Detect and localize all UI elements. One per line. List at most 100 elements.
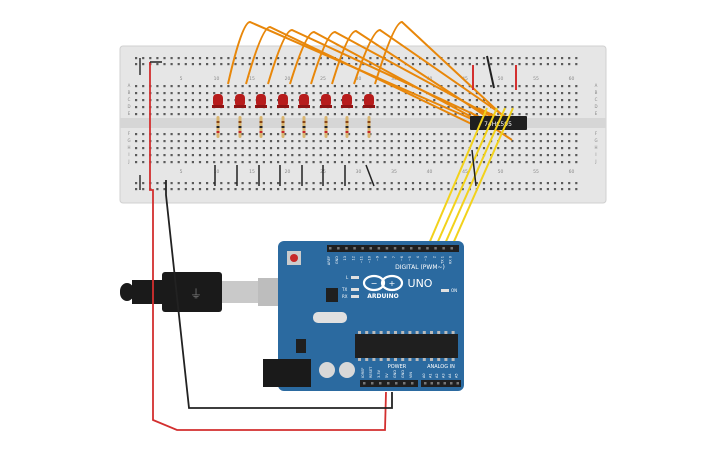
resistor-band [345, 131, 349, 133]
breadboard-hole [135, 92, 138, 95]
breadboard-hole [404, 188, 407, 191]
tx-led [351, 288, 359, 291]
breadboard-hole [539, 140, 542, 143]
gnd-wire[interactable] [165, 180, 393, 409]
breadboard-hole [511, 106, 514, 109]
breadboard-hole [440, 63, 443, 66]
breadboard-hole [213, 92, 216, 95]
breadboard-hole [355, 140, 358, 143]
breadboard-hole [355, 92, 358, 95]
breadboard-hole [539, 99, 542, 102]
breadboard-hole [262, 113, 265, 116]
breadboard-hole [461, 106, 464, 109]
column-label: 10 [214, 76, 220, 82]
breadboard-hole [553, 106, 557, 109]
breadboard-hole [376, 140, 379, 143]
breadboard-hole [198, 106, 202, 109]
5v-wire[interactable] [149, 62, 387, 431]
breadboard-hole [340, 188, 344, 191]
breadboard-hole [220, 182, 223, 185]
breadboard-hole [355, 57, 358, 60]
breadboard-hole [177, 57, 180, 60]
breadboard-hole [170, 154, 173, 157]
usb-cable[interactable]: ⏚ [120, 272, 280, 312]
breadboard-hole [142, 133, 145, 136]
breadboard-hole [454, 106, 457, 109]
breadboard-hole [461, 188, 464, 191]
breadboard-hole [170, 63, 173, 66]
header-pin [418, 247, 421, 250]
led-base [212, 105, 224, 108]
breadboard-hole [348, 85, 351, 88]
breadboard-hole [568, 113, 571, 116]
led-base [298, 105, 310, 108]
breadboard-hole [298, 147, 301, 150]
breadboard-hole [482, 57, 486, 60]
breadboard-hole [454, 154, 457, 157]
breadboard-hole [227, 85, 230, 88]
breadboard-hole [284, 85, 287, 88]
digital-pin-label: RX 0 [449, 256, 453, 264]
mcu-pin [386, 331, 390, 334]
breadboard-hole [220, 85, 223, 88]
breadboard-hole [142, 106, 145, 109]
breadboard-hole [454, 85, 457, 88]
breadboard-hole [433, 63, 436, 66]
breadboard-hole [355, 99, 358, 102]
column-label: 60 [569, 169, 575, 175]
breadboard-hole [213, 188, 216, 191]
breadboard-hole [461, 182, 464, 185]
breadboard-hole [440, 154, 443, 157]
breadboard-hole [333, 147, 336, 150]
breadboard-hole [163, 57, 166, 60]
breadboard-hole [227, 147, 230, 150]
breadboard-hole [454, 140, 457, 143]
breadboard-hole [277, 92, 280, 95]
breadboard-hole [568, 182, 571, 185]
breadboard-hole [532, 85, 535, 88]
breadboard-hole [426, 133, 429, 136]
breadboard-hole [220, 147, 223, 150]
breadboard-hole [298, 154, 301, 157]
breadboard-hole [383, 133, 386, 136]
breadboard-hole [426, 161, 429, 164]
breadboard-hole [390, 161, 393, 164]
breadboard-hole [553, 85, 557, 88]
led-row[interactable] [212, 94, 375, 108]
mcu-pin [358, 358, 361, 361]
breadboard-hole [234, 63, 237, 66]
resistor-band [302, 131, 306, 133]
breadboard-hole [163, 147, 166, 150]
breadboard-hole [298, 161, 301, 164]
breadboard-hole [298, 140, 301, 143]
digital-pin-label: 2 [432, 256, 436, 258]
breadboard-hole [277, 85, 280, 88]
breadboard-hole [454, 63, 457, 66]
breadboard-hole [170, 140, 173, 143]
breadboard-hole [355, 154, 358, 157]
mcu-pin [451, 358, 455, 361]
breadboard-hole [163, 106, 166, 109]
breadboard-hole [426, 147, 429, 150]
breadboard-hole [234, 188, 237, 191]
breadboard-hole [482, 140, 486, 143]
row-label: I [595, 152, 596, 157]
breadboard-hole [383, 188, 386, 191]
breadboard-hole [525, 63, 528, 66]
breadboard-hole [255, 63, 258, 66]
breadboard-hole [177, 85, 180, 88]
breadboard-hole [326, 63, 329, 66]
mcu-pin [408, 331, 412, 334]
breadboard-hole [248, 85, 251, 88]
breadboard-hole [206, 133, 209, 136]
breadboard-hole [277, 182, 280, 185]
breadboard-hole [525, 147, 528, 150]
breadboard-hole [568, 92, 571, 95]
breadboard-hole [142, 63, 145, 66]
breadboard-hole [291, 161, 294, 164]
breadboard-hole [383, 99, 386, 102]
breadboard-hole [213, 57, 216, 60]
header-pin [450, 382, 453, 385]
